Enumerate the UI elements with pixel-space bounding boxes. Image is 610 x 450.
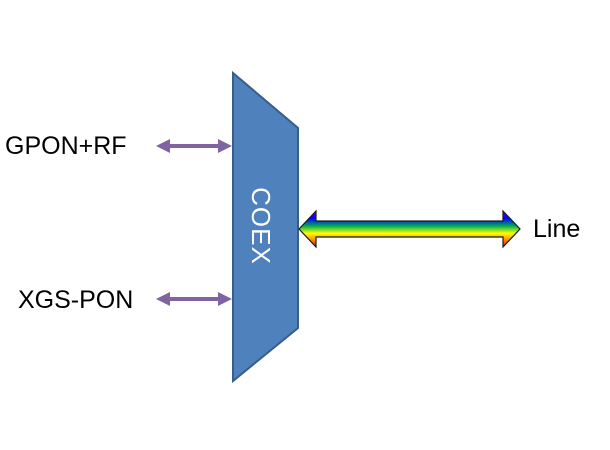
line-label: Line: [533, 215, 581, 243]
xgs-pon-label: XGS-PON: [18, 286, 134, 314]
xgs-pon-arrow-icon: [156, 292, 232, 306]
gpon-rf-label: GPON+RF: [5, 132, 127, 160]
coex-block-label: COEX: [246, 187, 276, 265]
coex-block: [232, 70, 299, 384]
gpon-rf-arrow-icon: [156, 139, 232, 153]
line-rainbow-arrow-icon: [298, 209, 521, 249]
